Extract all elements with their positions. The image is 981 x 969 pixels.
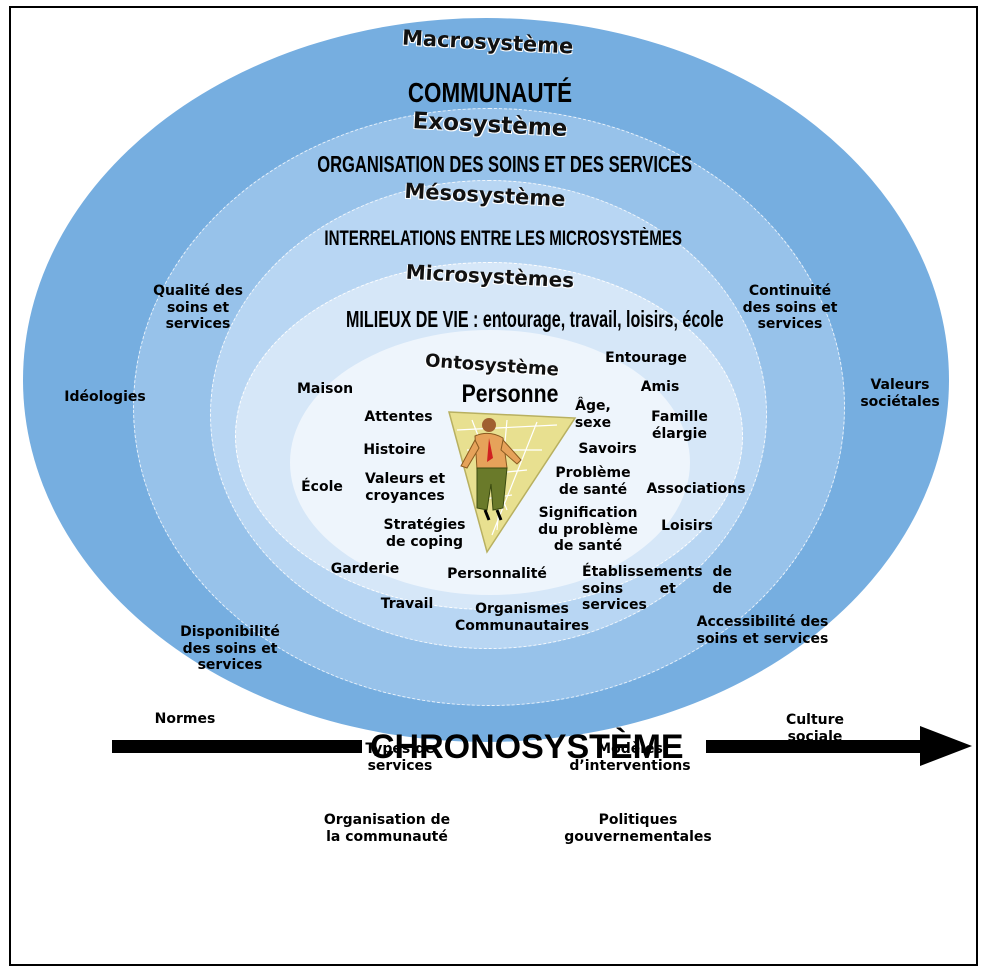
exosystem-title: ORGANISATION DES SOINS ET DES SERVICES	[317, 151, 693, 177]
chrono-arrowhead-icon	[920, 726, 972, 766]
macro-item: Idéologies	[64, 389, 146, 405]
chronosystem-label: CHRONOSYSTÈME	[370, 728, 684, 766]
exo-item: Modèles d’interventions	[569, 741, 691, 774]
exo-item: Organisation de la communauté	[323, 812, 451, 845]
person-figure-icon	[448, 411, 577, 554]
chrono-arrow-shaft-right	[706, 740, 924, 753]
micro-item: École	[301, 479, 343, 495]
exo-item: Types de services	[365, 741, 435, 774]
microsystem-title: MILIEUX DE VIE : entourage, travail, loi…	[346, 306, 724, 332]
micro-item: Travail	[380, 596, 434, 612]
macrosystem-title: COMMUNAUTÉ	[407, 77, 573, 108]
micro-item: Associations	[646, 481, 746, 497]
micro-item: Famille élargie	[651, 409, 708, 442]
micro-item: Amis	[640, 379, 680, 395]
person-item: Problème de santé	[555, 465, 631, 498]
person-item: Histoire	[363, 442, 426, 458]
person-item: Personnalité	[447, 566, 547, 582]
exo-item: Continuité des soins et services	[742, 283, 838, 333]
exo-item: Politiques gouvernementales	[564, 812, 712, 845]
micro-item: Loisirs	[661, 518, 713, 534]
micro-item: Organismes Communautaires	[454, 601, 590, 634]
person-item: Valeurs et croyances	[364, 471, 446, 504]
exo-item: Qualité des soins et services	[153, 283, 243, 333]
person-item: Savoirs	[578, 441, 637, 457]
person-title: Personne	[461, 380, 559, 408]
macro-item: Valeurs sociétales	[860, 377, 940, 410]
micro-item: Entourage	[605, 350, 687, 366]
exo-item: Disponibilité des soins et services	[180, 624, 280, 674]
person-item: Signification du problème de santé	[538, 505, 638, 555]
macro-item: Normes	[154, 711, 216, 727]
person-item: Attentes	[364, 409, 433, 425]
person-item: Âge, sexe	[574, 398, 612, 431]
micro-item: Établissements de soins et de services	[582, 564, 732, 614]
person-item: Stratégies de coping	[383, 517, 466, 550]
micro-item: Garderie	[330, 561, 400, 577]
micro-item: Maison	[296, 381, 354, 397]
exo-item: Accessibilité des soins et services	[696, 614, 829, 647]
mesosystem-title: INTERRELATIONS ENTRE LES MICROSYSTÈMES	[324, 227, 682, 250]
chrono-arrow-shaft-left	[112, 740, 362, 753]
